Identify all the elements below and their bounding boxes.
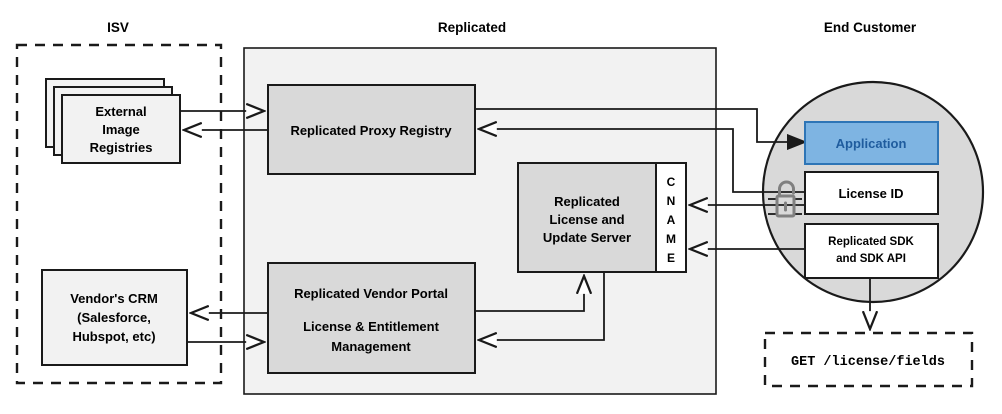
- replicated-sdk-label-2: and SDK API: [836, 253, 906, 265]
- replicated-license-update-server-label-2: License and: [549, 212, 624, 227]
- application-label: Application: [836, 136, 907, 151]
- license-id-box: [804, 171, 939, 215]
- replicated-license-update-server-box: [517, 162, 657, 273]
- external-image-registries-label-1: External: [95, 104, 146, 119]
- external-image-registries-label-3: Registries: [90, 140, 153, 155]
- vendors-crm-box: [41, 269, 188, 366]
- replicated-proxy-registry[interactable]: Replicated Proxy Registry: [267, 84, 476, 175]
- cname-strip: [655, 162, 687, 273]
- cname-char-n: N: [667, 194, 676, 208]
- api-request[interactable]: GET /license/fields: [763, 331, 974, 388]
- api-request-box: [763, 331, 974, 388]
- cname-char-e: E: [667, 251, 675, 265]
- external-image-registries[interactable]: External Image Registries: [45, 78, 181, 164]
- edge-license-server-to-vendor-portal: [479, 272, 605, 340]
- group-title-end-customer: End Customer: [824, 20, 917, 35]
- replicated-sdk-box: [804, 223, 939, 279]
- license-id[interactable]: License ID: [804, 171, 939, 215]
- registry-stack-front: [61, 94, 181, 164]
- application[interactable]: Application: [804, 121, 939, 165]
- group-title-replicated: Replicated: [438, 20, 506, 35]
- cname-char-m: M: [666, 232, 676, 246]
- external-image-registries-label-2: Image: [102, 122, 140, 137]
- cname-char-c: C: [667, 175, 676, 189]
- replicated-proxy-registry-label: Replicated Proxy Registry: [290, 123, 452, 138]
- application-box: [804, 121, 939, 165]
- vendors-crm-label-1: Vendor's CRM: [70, 291, 158, 306]
- replicated-proxy-registry-box: [267, 84, 476, 175]
- unlock-shackle: [778, 180, 795, 198]
- replicated-license-update-server[interactable]: Replicated License and Update Server C N…: [517, 162, 687, 273]
- license-id-label: License ID: [838, 186, 903, 201]
- api-request-label: GET /license/fields: [791, 355, 945, 370]
- vendors-crm-label-2: (Salesforce,: [77, 310, 151, 325]
- vendors-crm-label-3: Hubspot, etc): [72, 329, 155, 344]
- replicated-vendor-portal[interactable]: Replicated Vendor Portal License & Entit…: [267, 262, 476, 374]
- replicated-sdk[interactable]: Replicated SDK and SDK API: [804, 223, 939, 279]
- replicated-vendor-portal-label-1: Replicated Vendor Portal: [294, 286, 448, 301]
- group-title-isv: ISV: [107, 20, 129, 35]
- edge-vendor-portal-to-license-server: [475, 276, 584, 312]
- replicated-vendor-portal-label-2: License & Entitlement: [303, 319, 439, 334]
- vendors-crm[interactable]: Vendor's CRM (Salesforce, Hubspot, etc): [41, 269, 188, 366]
- cname-char-a: A: [667, 213, 676, 227]
- edge-proxy-to-application: [475, 108, 805, 142]
- replicated-vendor-portal-box: [267, 262, 476, 374]
- replicated-license-update-server-label-3: Update Server: [543, 230, 631, 245]
- replicated-sdk-label-1: Replicated SDK: [828, 236, 914, 248]
- unlock-body: [775, 194, 796, 218]
- unlock-icon: [768, 180, 802, 218]
- edge-application-to-proxy: [479, 129, 805, 193]
- replicated-vendor-portal-label-3: Management: [331, 339, 411, 354]
- replicated-license-update-server-label-1: Replicated: [554, 194, 620, 209]
